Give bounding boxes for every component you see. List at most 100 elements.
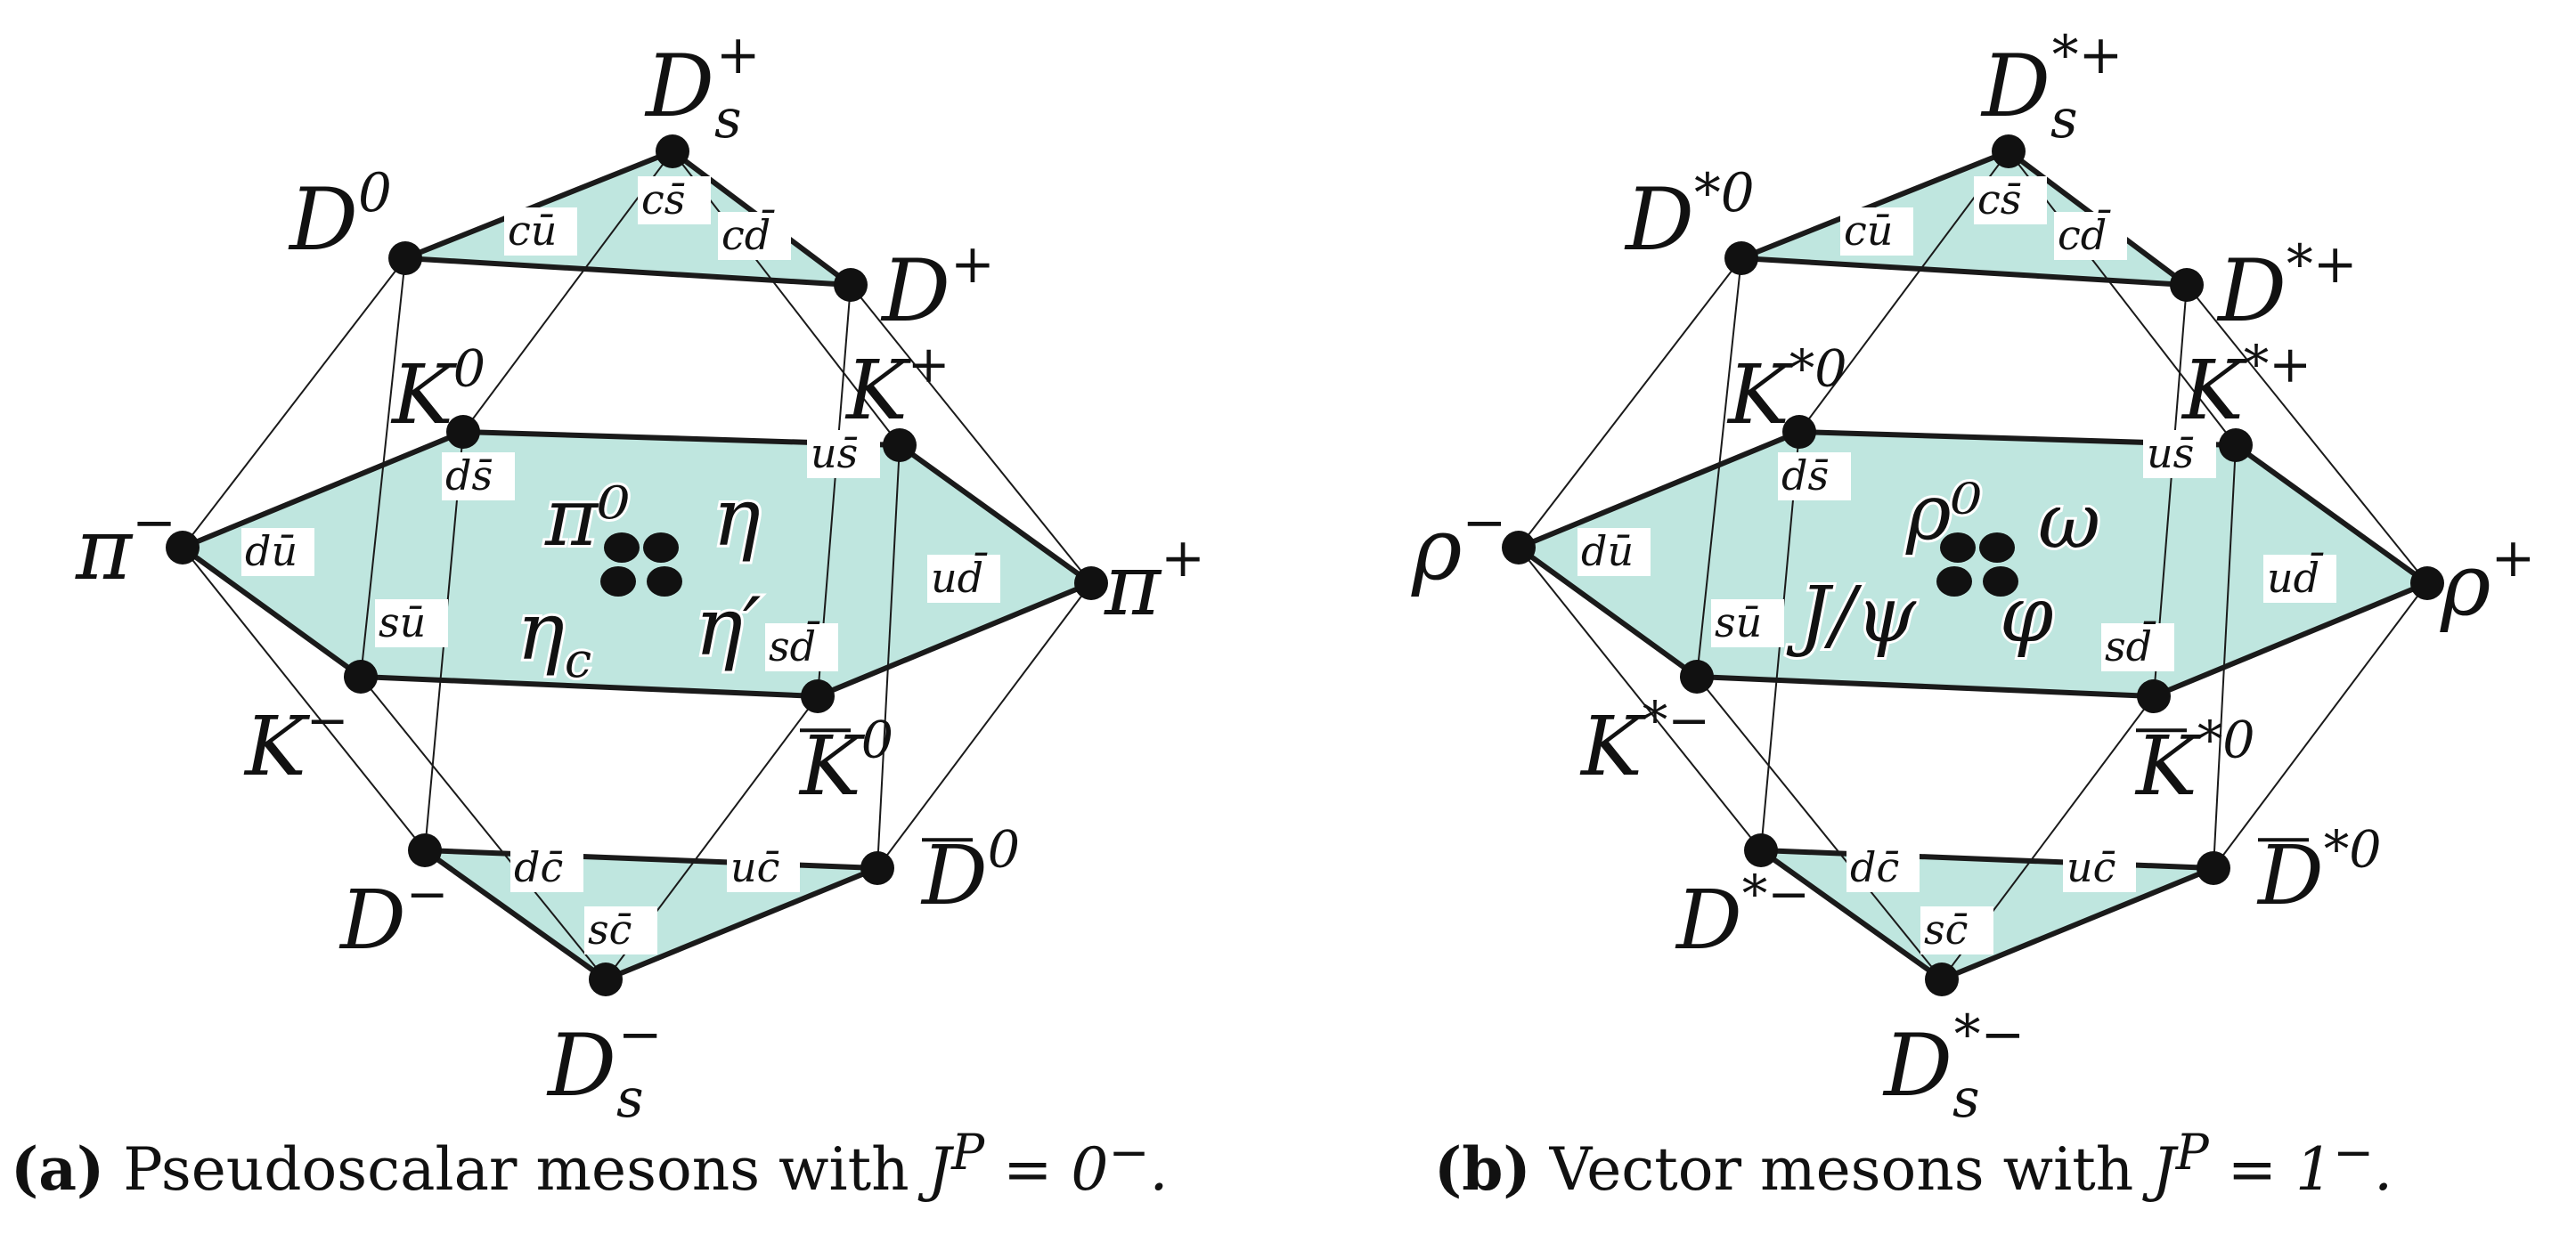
label-Ds_bottom: Ds*− (1882, 1004, 2025, 1130)
edge-thick (604, 865, 879, 982)
vertex-D0 (1724, 241, 1758, 275)
center-dot (643, 532, 679, 563)
edge-thin (1798, 150, 2009, 433)
label-Dminus: D*− (1675, 865, 1810, 968)
label-D0: D*0 (1624, 163, 1755, 270)
label-pi_plus: ρ+ (2440, 528, 2535, 635)
vertex-Ds_bottom (1925, 963, 1959, 996)
edge-thick (181, 429, 465, 550)
edge-thin (1696, 257, 1742, 678)
edge-thin (182, 257, 406, 548)
quark-label-bg (1974, 176, 2047, 224)
quark-label-bg (584, 906, 657, 954)
label-pi_minus: ρ− (1411, 492, 1506, 599)
vertex-Dplus (2170, 268, 2204, 302)
edge-thin (1696, 676, 1943, 980)
quark-label-bg (2063, 844, 2136, 892)
edge-thick (2234, 443, 2429, 586)
label-D0bar: D0 (920, 821, 1020, 923)
center-dot (1936, 566, 1972, 597)
quark-label: ud̄ (2267, 551, 2324, 602)
edge-thin (462, 150, 673, 433)
label-pi_minus: π− (75, 492, 176, 599)
quark-label-bg (2263, 555, 2336, 603)
label-K0: K0 (390, 340, 485, 443)
label-Ds_top: Ds*+ (1980, 25, 2123, 150)
quark-label: sd̄ (769, 620, 820, 670)
quark-label-bg (927, 555, 1000, 603)
quark-label-bg (1577, 528, 1651, 576)
center-dot (1979, 532, 2015, 563)
vertex-pi_plus (1074, 566, 1108, 600)
edge-thick (181, 545, 363, 679)
quark-label: us̄ (2147, 429, 2194, 477)
quark-label: sc̄ (1924, 906, 1968, 954)
vertex-Ds_bottom (589, 963, 623, 996)
quark-label-bg (638, 176, 711, 224)
label-D0bar: D*0 (2256, 821, 2382, 923)
quark-label: dc̄ (1850, 843, 1899, 891)
center-label: ω (2038, 477, 2100, 566)
edge-thick (1760, 848, 2214, 871)
center-label: J/ψ (1786, 571, 1917, 660)
label-Kplus: K+ (844, 336, 950, 438)
edge-thin (360, 676, 607, 980)
label-Dplus: D+ (880, 234, 995, 341)
quark-label-bg (727, 844, 800, 892)
caption-a: (a) Pseudoscalar mesons with JP = 0−. (11, 1124, 1169, 1213)
vertex-Kminus (344, 660, 378, 694)
quark-label-bg (1711, 599, 1784, 647)
vertex-K0bar (801, 679, 835, 713)
edge-thin (2213, 582, 2428, 869)
quark-label: cd̄ (2058, 208, 2111, 259)
label-K0: K*0 (1726, 340, 1847, 443)
quark-label: dū (1581, 527, 1634, 575)
label-Kminus: K*− (1579, 692, 1710, 794)
label-K0bar: K0 (798, 711, 893, 814)
quark-label: uc̄ (730, 843, 779, 891)
vertex-pi_minus (166, 531, 200, 565)
quark-label-bg (1840, 207, 1913, 256)
label-Kminus: K− (243, 692, 349, 794)
edge-thick (1696, 674, 2155, 699)
edge-thick (423, 848, 607, 982)
quark-label: dc̄ (514, 843, 563, 891)
edge-thick (2152, 581, 2429, 699)
center-label: η (713, 471, 761, 565)
quark-label-bg (2101, 623, 2174, 671)
quark-label-bg (1778, 452, 1851, 500)
quark-label-bg (504, 207, 577, 256)
quark-label: cū (508, 207, 557, 255)
quark-label-bg (442, 452, 515, 500)
edge-thick (816, 581, 1093, 699)
quark-label-bg (2054, 212, 2127, 260)
edge-thick (424, 848, 878, 871)
edge-thick (898, 443, 1093, 586)
quark-label: uc̄ (2067, 843, 2115, 891)
label-Kplus: K*+ (2181, 336, 2311, 438)
edge-thick (404, 256, 852, 288)
quark-label-bg (375, 599, 448, 647)
quark-label: ds̄ (445, 451, 493, 500)
center-dot (1983, 566, 2018, 597)
center-dot (604, 532, 640, 563)
vertex-Kplus (2219, 428, 2253, 462)
quark-label: sc̄ (588, 906, 632, 954)
vertex-Dplus (834, 268, 868, 302)
edge-thick (1517, 429, 1801, 550)
vertex-Kminus (1680, 660, 1714, 694)
quark-label-bg (807, 430, 880, 478)
caption-b: (b) Vector mesons with JP = 1−. (1434, 1124, 2393, 1213)
label-Ds_top: Ds+ (644, 25, 761, 150)
quark-label: ds̄ (1781, 451, 1829, 500)
center-label: η′ (695, 581, 761, 674)
edge-thin (876, 444, 901, 869)
edge-thin (182, 547, 426, 851)
label-D0: D0 (288, 163, 392, 270)
edge-thick (360, 674, 819, 699)
vertex-Ds_top (656, 134, 689, 168)
quark-label: cs̄ (641, 175, 685, 223)
vertex-D0 (388, 241, 422, 275)
